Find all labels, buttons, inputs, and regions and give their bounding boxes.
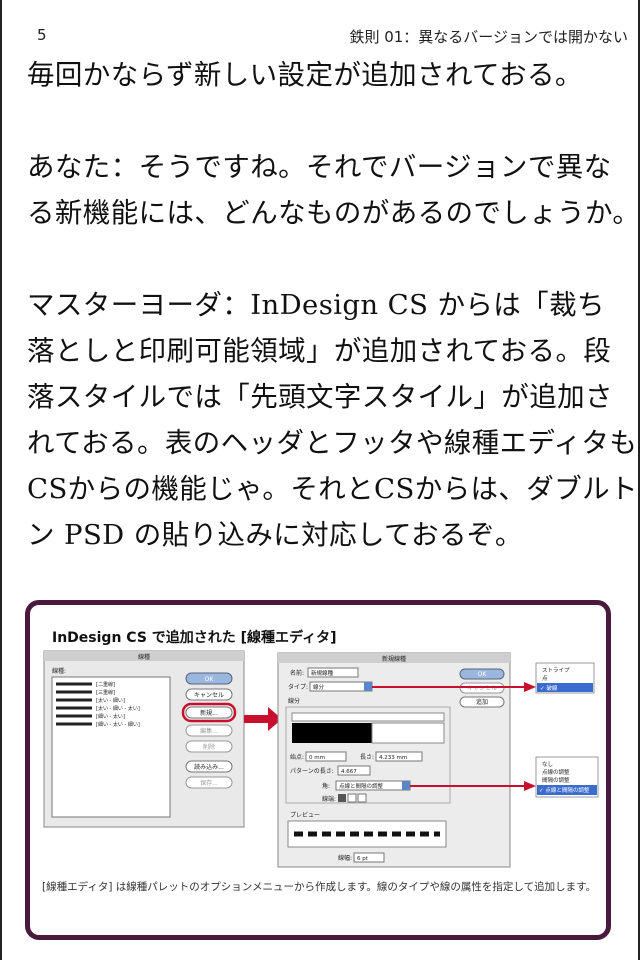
text-line: 落スタイルでは「先頭文字スタイル」が追加さ xyxy=(27,381,613,413)
svg-text:[細い - 太い]: [細い - 太い] xyxy=(96,713,125,720)
running-title: 鉄則 01：異なるバージョンでは開かない xyxy=(349,28,628,46)
type-popup: ストライプ 点 ✓ 破線 xyxy=(535,662,595,694)
svg-text:[太い - 細い]: [太い - 細い] xyxy=(96,697,125,704)
svg-text:名前:: 名前: xyxy=(290,669,304,677)
svg-text:線分: 線分 xyxy=(288,697,300,705)
svg-text:間隔の調整: 間隔の調整 xyxy=(542,776,570,784)
svg-text:4.667: 4.667 xyxy=(341,769,357,775)
dialog1-title: 線種 xyxy=(138,653,150,661)
svg-text:線端:: 線端: xyxy=(322,795,336,803)
svg-text:[二重線]: [二重線] xyxy=(96,681,115,688)
svg-text:始点:: 始点: xyxy=(290,753,304,761)
svg-text:削除: 削除 xyxy=(203,743,215,751)
figure-box: InDesign CS で追加された [線種エディタ] 線種 線種: [二重線]… xyxy=(25,600,611,940)
svg-text:[細い - 太い - 細い]: [細い - 太い - 細い] xyxy=(96,721,140,728)
figure-illustration: 線種 線種: [二重線] [三重線] [太い - 細い] [太い - 細い - … xyxy=(43,650,599,868)
text-line: 毎回かならず新しい設定が追加されておる。 xyxy=(27,59,583,91)
svg-text:4.233 mm: 4.233 mm xyxy=(379,755,407,761)
svg-text:線幅:: 線幅: xyxy=(338,854,352,862)
figure-title: InDesign CS で追加された [線種エディタ] xyxy=(52,630,337,646)
new-stroke-style-dialog: 新規線種 名前: 新規線種 タイプ: 線分 OK キャンセル 追加 線分 始点:… xyxy=(277,652,511,868)
svg-text:角:: 角: xyxy=(322,782,330,790)
svg-text:保存...: 保存... xyxy=(200,779,218,787)
svg-text:キャンセル: キャンセル xyxy=(194,692,224,699)
page-number: 5 xyxy=(37,26,47,44)
text-line: る新機能には、どんなものがあるのでしょうか。 xyxy=(27,197,640,229)
svg-text:点線と間隔の調整: 点線と間隔の調整 xyxy=(339,782,384,790)
svg-text:プレビュー: プレビュー xyxy=(290,811,320,819)
svg-text:✓ 点線と間隔の調整: ✓ 点線と間隔の調整 xyxy=(539,786,590,794)
svg-text:6 pt: 6 pt xyxy=(357,856,369,862)
svg-text:OK: OK xyxy=(205,676,215,683)
stroke-styles-dialog: 線種 線種: [二重線] [三重線] [太い - 細い] [太い - 細い - … xyxy=(43,650,245,828)
text-line: CSからの機能じゃ。それとCSからは、ダブルトー xyxy=(27,473,640,505)
text-line: マスターヨーダ：InDesign CS からは「裁ち xyxy=(27,289,605,321)
svg-text:追加: 追加 xyxy=(476,698,488,706)
svg-text:点線の調整: 点線の調整 xyxy=(542,768,570,776)
svg-text:OK: OK xyxy=(478,671,488,678)
svg-text:新規線種: 新規線種 xyxy=(311,669,334,677)
svg-text:ストライプ: ストライプ xyxy=(542,667,570,674)
dialog1-list-label: 線種: xyxy=(52,667,66,675)
svg-text:キャンセル: キャンセル xyxy=(467,685,497,692)
text-line: ン PSD の貼り込みに対応しておるぞ。 xyxy=(27,519,523,551)
figure-caption: [線種エディタ] は線種パレットのオプションメニューから作成します。線のタイプや… xyxy=(42,881,597,893)
svg-text:0 mm: 0 mm xyxy=(309,755,325,761)
svg-text:長さ:: 長さ: xyxy=(360,754,374,761)
big-arrow xyxy=(244,707,282,731)
svg-text:点: 点 xyxy=(542,675,548,682)
dialog1-list: [二重線] [三重線] [太い - 細い] [太い - 細い - 太い] [細い… xyxy=(56,681,140,728)
corner-popup: なし 点線の調整 間隔の調整 ✓ 点線と間隔の調整 xyxy=(535,756,599,798)
text-line: れておる。表のヘッダとフッタや線種エディタも xyxy=(27,427,638,459)
svg-text:[太い - 細い - 太い]: [太い - 細い - 太い] xyxy=(96,705,140,712)
svg-text:なし: なし xyxy=(542,761,553,768)
svg-text:線分: 線分 xyxy=(313,683,325,691)
text-line: あなた：そうですね。それでバージョンで異な xyxy=(27,151,612,183)
svg-text:新規...: 新規... xyxy=(200,709,218,717)
svg-text:パターンの長さ:: パターンの長さ: xyxy=(290,767,334,775)
svg-text:読み込み...: 読み込み... xyxy=(194,763,224,771)
svg-text:✓ 破線: ✓ 破線 xyxy=(540,684,558,692)
svg-text:タイプ:: タイプ: xyxy=(288,683,308,691)
dialog1-buttons: OK キャンセル 新規... 編集... 削除 読み込み... 保存... xyxy=(181,672,237,789)
body-text: 毎回かならず新しい設定が追加されておる。 あなた：そうですね。それでバージョンで… xyxy=(27,52,640,558)
page-right-border xyxy=(638,0,640,960)
svg-text:[三重線]: [三重線] xyxy=(96,689,115,696)
svg-text:編集...: 編集... xyxy=(200,727,218,735)
page-left-border xyxy=(0,0,2,960)
svg-text:新規線種: 新規線種 xyxy=(382,655,406,663)
page-header: 5 鉄則 01：異なるバージョンでは開かない xyxy=(0,26,640,50)
text-line: 落としと印刷可能領域」が追加されておる。段 xyxy=(27,335,612,367)
